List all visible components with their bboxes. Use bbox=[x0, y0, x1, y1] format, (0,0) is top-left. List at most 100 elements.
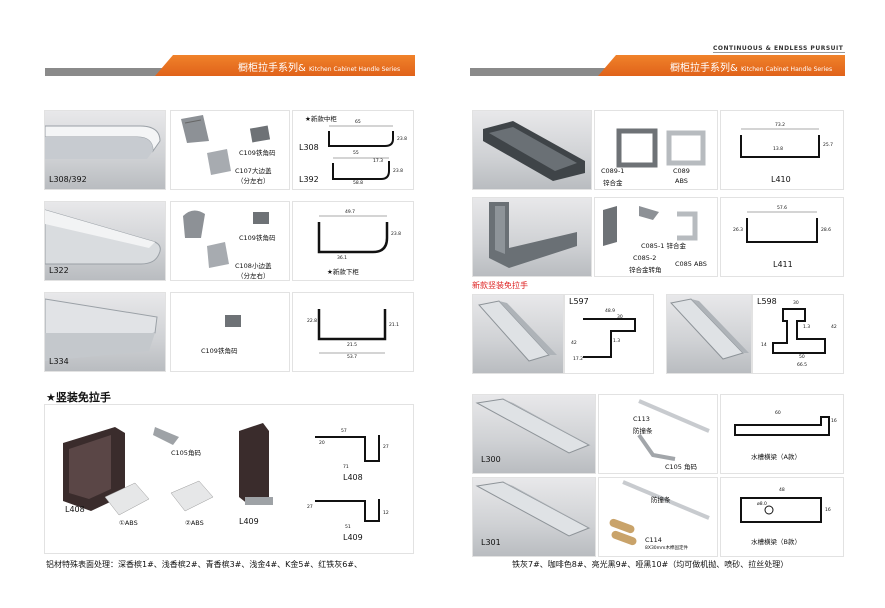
drawing-l598: L598 30 1.3 42 50 66.5 14 bbox=[752, 294, 844, 374]
acc-c089-material: ABS bbox=[675, 177, 688, 185]
product-photo-l322: L322 bbox=[44, 201, 166, 281]
dim: 17.2 bbox=[573, 357, 584, 362]
code-l409-photo: L409 bbox=[239, 517, 259, 526]
new-vertical-title: 新款竖装免拉手 bbox=[472, 281, 528, 290]
dim: 66.5 bbox=[797, 363, 808, 368]
acc-c113-name: 防撞条 bbox=[633, 427, 653, 435]
code-l301: L301 bbox=[481, 538, 501, 547]
drawing-l301-beam: 48 ø8.0 16 水槽横梁（B款） bbox=[720, 477, 844, 557]
accessory-panel-l334: C109铁角码 bbox=[170, 292, 290, 372]
dim: 25.7 bbox=[823, 143, 834, 148]
acc-c105: C105 角码 bbox=[665, 463, 698, 471]
dim: 49.7 bbox=[345, 210, 356, 215]
dim: 1.3 bbox=[803, 325, 811, 330]
dim: 65 bbox=[355, 120, 361, 125]
left-orange-banner bbox=[155, 55, 415, 76]
right-footer: 铁灰7#、咖啡色8#、亮光黑9#、哑黑10#（均可做机抛、喷砂、拉丝处理） bbox=[512, 560, 789, 569]
product-photo-l300: L300 bbox=[472, 394, 596, 474]
dim: 16 bbox=[831, 419, 837, 424]
dim: 27 bbox=[307, 505, 313, 510]
dim: 1.3 bbox=[613, 339, 621, 344]
accessory-panel-l301: 防撞条 C114 8X30mm木榫固定件 bbox=[598, 477, 718, 557]
acc-c109: C109铁角码 bbox=[201, 347, 238, 355]
abs-2: ②ABS bbox=[185, 519, 204, 527]
acc-c114: C114 bbox=[645, 536, 662, 544]
dim: 17.3 bbox=[373, 159, 384, 164]
acc-c085-1: C085-1 锌合金 bbox=[641, 242, 686, 250]
dim: 26.3 bbox=[733, 228, 744, 233]
dim: 21.1 bbox=[389, 323, 400, 328]
drawing-l411: 57.6 26.3 28.6 L411 bbox=[720, 197, 844, 277]
product-photo-l308-392: L308/392 bbox=[44, 110, 166, 190]
dim: 28.6 bbox=[821, 228, 832, 233]
drawing-l334: 22.8 21.1 21.5 53.7 bbox=[292, 292, 414, 372]
product-photo-l597 bbox=[472, 294, 564, 374]
acc-c108-note: （分左右） bbox=[237, 272, 270, 280]
dim: 23.8 bbox=[397, 137, 408, 142]
dim: 57 bbox=[341, 429, 347, 434]
drawing-l322: 49.7 23.8 36.1 ★新款下柜 bbox=[292, 201, 414, 281]
dim: 14 bbox=[761, 343, 767, 348]
accessory-panel-l411: C085-1 锌合金 C085-2 锌合金转角 C085 ABS bbox=[594, 197, 718, 277]
code-l308: L308 bbox=[299, 143, 319, 152]
code-l408-drawing: L408 bbox=[343, 473, 363, 482]
acc-bumper: 防撞条 bbox=[651, 496, 671, 504]
dim: 27 bbox=[383, 445, 389, 450]
acc-c085-abs: C085 ABS bbox=[675, 260, 707, 268]
dim: 58.8 bbox=[353, 181, 364, 186]
code-l410: L410 bbox=[771, 175, 791, 184]
product-code: L322 bbox=[49, 266, 69, 275]
acc-c107-note: （分左右） bbox=[237, 177, 270, 185]
product-photo-l411 bbox=[472, 197, 592, 277]
dim: 23.8 bbox=[391, 232, 402, 237]
dim: 50 bbox=[799, 355, 805, 360]
dim: 57.6 bbox=[777, 206, 788, 211]
dim: ø8.0 bbox=[757, 502, 767, 507]
right-banner-title: 橱柜拉手系列& Kitchen Cabinet Handle Series bbox=[670, 63, 833, 74]
product-photo-l301: L301 bbox=[472, 477, 596, 557]
dim: 42 bbox=[571, 341, 577, 346]
code-l598: L598 bbox=[757, 297, 777, 306]
dim: 20 bbox=[319, 441, 325, 446]
acc-c109: C109铁角码 bbox=[239, 234, 276, 242]
code-l392: L392 bbox=[299, 175, 319, 184]
product-code: L334 bbox=[49, 357, 69, 366]
acc-c089: C089 bbox=[673, 167, 690, 175]
dim: 73.2 bbox=[775, 123, 786, 128]
dim: 53.7 bbox=[347, 355, 358, 360]
tagline: CONTINUOUS & ENDLESS PURSUIT bbox=[713, 45, 844, 52]
dim: 55 bbox=[353, 151, 359, 156]
dim: 16 bbox=[825, 508, 831, 513]
dim: 51 bbox=[345, 525, 351, 530]
accessory-panel-l410: C089-1 锌合金 C089 ABS bbox=[594, 110, 718, 190]
acc-c089-1-material: 锌合金 bbox=[603, 179, 623, 187]
dim: 60 bbox=[775, 411, 781, 416]
dim: 48.9 bbox=[605, 309, 616, 314]
acc-c085-2: C085-2 bbox=[633, 254, 657, 262]
dim: 30 bbox=[617, 315, 623, 320]
code-l597: L597 bbox=[569, 297, 589, 306]
code-l409-drawing: L409 bbox=[343, 533, 363, 542]
beam-a: 水槽横梁（A款） bbox=[751, 453, 801, 461]
drawing-l300-beam: 60 16 水槽横梁（A款） bbox=[720, 394, 844, 474]
left-banner-title: 橱柜拉手系列& Kitchen Cabinet Handle Series bbox=[238, 63, 401, 74]
beam-b: 水槽横梁（B款） bbox=[751, 538, 801, 546]
product-photo-l334: L334 bbox=[44, 292, 166, 372]
product-code: L308/392 bbox=[49, 175, 87, 184]
acc-c105: C105角码 bbox=[171, 449, 201, 457]
acc-c109: C109铁角码 bbox=[239, 149, 276, 157]
abs-1: ①ABS bbox=[119, 519, 138, 527]
dim: 13.8 bbox=[773, 147, 784, 152]
acc-c108: C108小边盖 bbox=[235, 262, 272, 270]
product-photo-l410 bbox=[472, 110, 592, 190]
tagline-rule bbox=[713, 52, 845, 53]
code-l411: L411 bbox=[773, 260, 793, 269]
code-l408-photo: L408 bbox=[65, 505, 85, 514]
acc-c113: C113 bbox=[633, 415, 650, 423]
drawing-l597: L597 48.9 30 1.3 42 17.2 bbox=[564, 294, 654, 374]
vertical-section-title: ★竖装免拉手 bbox=[46, 391, 111, 404]
dim: 48 bbox=[779, 488, 785, 493]
dim: 30 bbox=[793, 301, 799, 306]
vertical-handle-panel: C105角码 L408 ①ABS ②ABS L409 57 20 71 27 L… bbox=[44, 404, 414, 554]
tag-new-middle: ★新款中柜 bbox=[305, 115, 337, 123]
